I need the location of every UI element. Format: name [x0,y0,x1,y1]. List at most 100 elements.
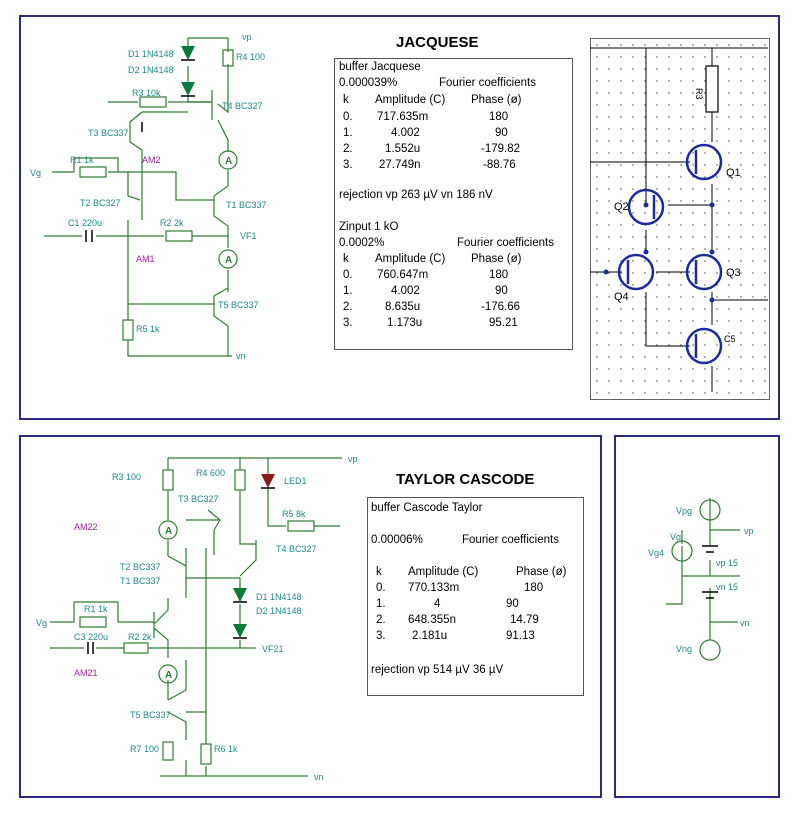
label-vf1: VF1 [240,231,257,241]
col-k: k [376,566,382,578]
label-led1: LED1 [284,476,307,486]
fourier-label: Fourier coefficients [439,77,536,89]
fourier-label: Fourier coefficients [462,534,559,546]
taylor-title: TAYLOR CASCODE [396,471,535,488]
rejection-text: rejection vp 514 µV 36 µV [371,664,504,676]
label-r2: R2 2k [128,632,152,642]
label-r5: R5 1k [136,324,160,334]
label-t3: T3 BC337 [88,128,129,138]
row-amp: 648.355n [408,614,456,626]
label-vg: Vg [36,618,47,628]
row-phase: 14.79 [510,614,539,626]
row-phase: 91.13 [506,630,535,642]
label-t1: T1 BC337 [120,576,161,586]
label-t4: T4 BC327 [276,544,317,554]
label-r2: R2 2k [160,218,184,228]
row-k: 3. [343,159,353,171]
rejection-text: rejection vp 263 µV vn 186 nV [339,189,493,201]
label-vp: vp [242,32,252,42]
row-amp: 1.552u [385,143,421,155]
row-k: 0. [376,582,386,594]
label-t4: T4 BC327 [222,101,263,111]
jacquese-results-box: buffer Jacquese 0.000039% Fourier coeffi… [334,58,573,350]
fourier-label: Fourier coefficients [457,237,554,249]
schematic-q4: Q4 [614,291,629,303]
thd-value: 0.00006% [371,534,423,546]
schematic-inset [590,38,770,400]
row-phase: 90 [495,127,508,139]
label-t2: T2 BC327 [80,198,121,208]
row-k: 2. [343,143,353,155]
row-k: 3. [376,630,386,642]
ammeter-icon: A [225,255,232,266]
label-am22: AM22 [74,522,98,532]
row-k: 2. [376,614,386,626]
row-k: 2. [343,301,353,313]
label-d1: D1 1N4148 [128,49,174,59]
row-amp: 2.181u [412,630,448,642]
label-r1: R1 1k [84,604,108,614]
thd-value: 0.000039% [339,77,398,89]
row-k: 3. [343,317,353,329]
row-k: 0. [343,269,353,281]
label-c1: C1 220u [68,218,102,228]
row-amp: 717.635m [377,111,429,123]
col-phase: Phase (ø) [516,566,567,578]
row-amp: 4.002 [391,127,420,139]
row-k: 0. [343,111,353,123]
row-amp: 4.002 [391,285,420,297]
label-t2: T2 BC337 [120,562,161,572]
label-vg: Vg [30,168,41,178]
taylor-results-box: buffer Cascode Taylor 0.00006% Fourier c… [367,497,584,696]
row-amp: 760.647m [377,269,429,281]
label-r3: R3 100 [112,472,141,482]
label-am2: AM2 [142,155,161,165]
label-vp: vp [348,454,358,464]
schematic-c5: C5 [724,334,736,344]
label-r3: R3 10k [132,88,161,98]
ammeter-icon: A [165,526,172,537]
row-phase: 180 [524,582,544,594]
thd-value: 0.0002% [339,237,385,249]
label-t5: T5 BC337 [130,710,171,720]
label-t5: T5 BC337 [218,300,259,310]
schematic-q1: Q1 [726,167,741,179]
label-am21: AM21 [74,668,98,678]
label-r4: R4 100 [236,52,265,62]
label-vp: vp [744,526,754,536]
label-am1: AM1 [136,254,155,264]
label-vn15: vn 15 [716,582,738,592]
row-phase: -88.76 [483,159,516,171]
zinput-text: Zinput 1 kO [339,221,399,233]
row-phase: -179.82 [481,143,521,155]
row-phase: 95.21 [489,317,518,329]
row-amp: 770.133m [408,582,460,594]
label-d2: D2 1N4148 [256,606,302,616]
label-c3: C3 220u [74,632,108,642]
results-heading: buffer Cascode Taylor [371,502,483,514]
jacquese-title: JACQUESE [396,34,479,51]
label-vg4: Vg4 [648,548,664,558]
label-r7: R7 100 [130,744,159,754]
col-amplitude: Amplitude (C) [375,94,446,106]
ammeter-icon: A [165,670,172,681]
label-vg: Vg [670,532,681,542]
row-k: 1. [343,127,353,139]
col-amplitude: Amplitude (C) [375,253,446,265]
label-vn: vn [314,772,324,782]
col-amplitude: Amplitude (C) [408,566,479,578]
col-k: k [343,94,349,106]
row-amp: 8.635u [385,301,421,313]
label-vpg: Vpg [676,506,692,516]
row-phase: 180 [489,111,509,123]
label-r4: R4 600 [196,468,225,478]
schematic-r3: R3 [694,88,704,100]
label-vn: vn [236,351,246,361]
label-d1: D1 1N4148 [256,592,302,602]
row-phase: 90 [506,598,519,610]
schematic-q2: Q2 [614,201,629,213]
